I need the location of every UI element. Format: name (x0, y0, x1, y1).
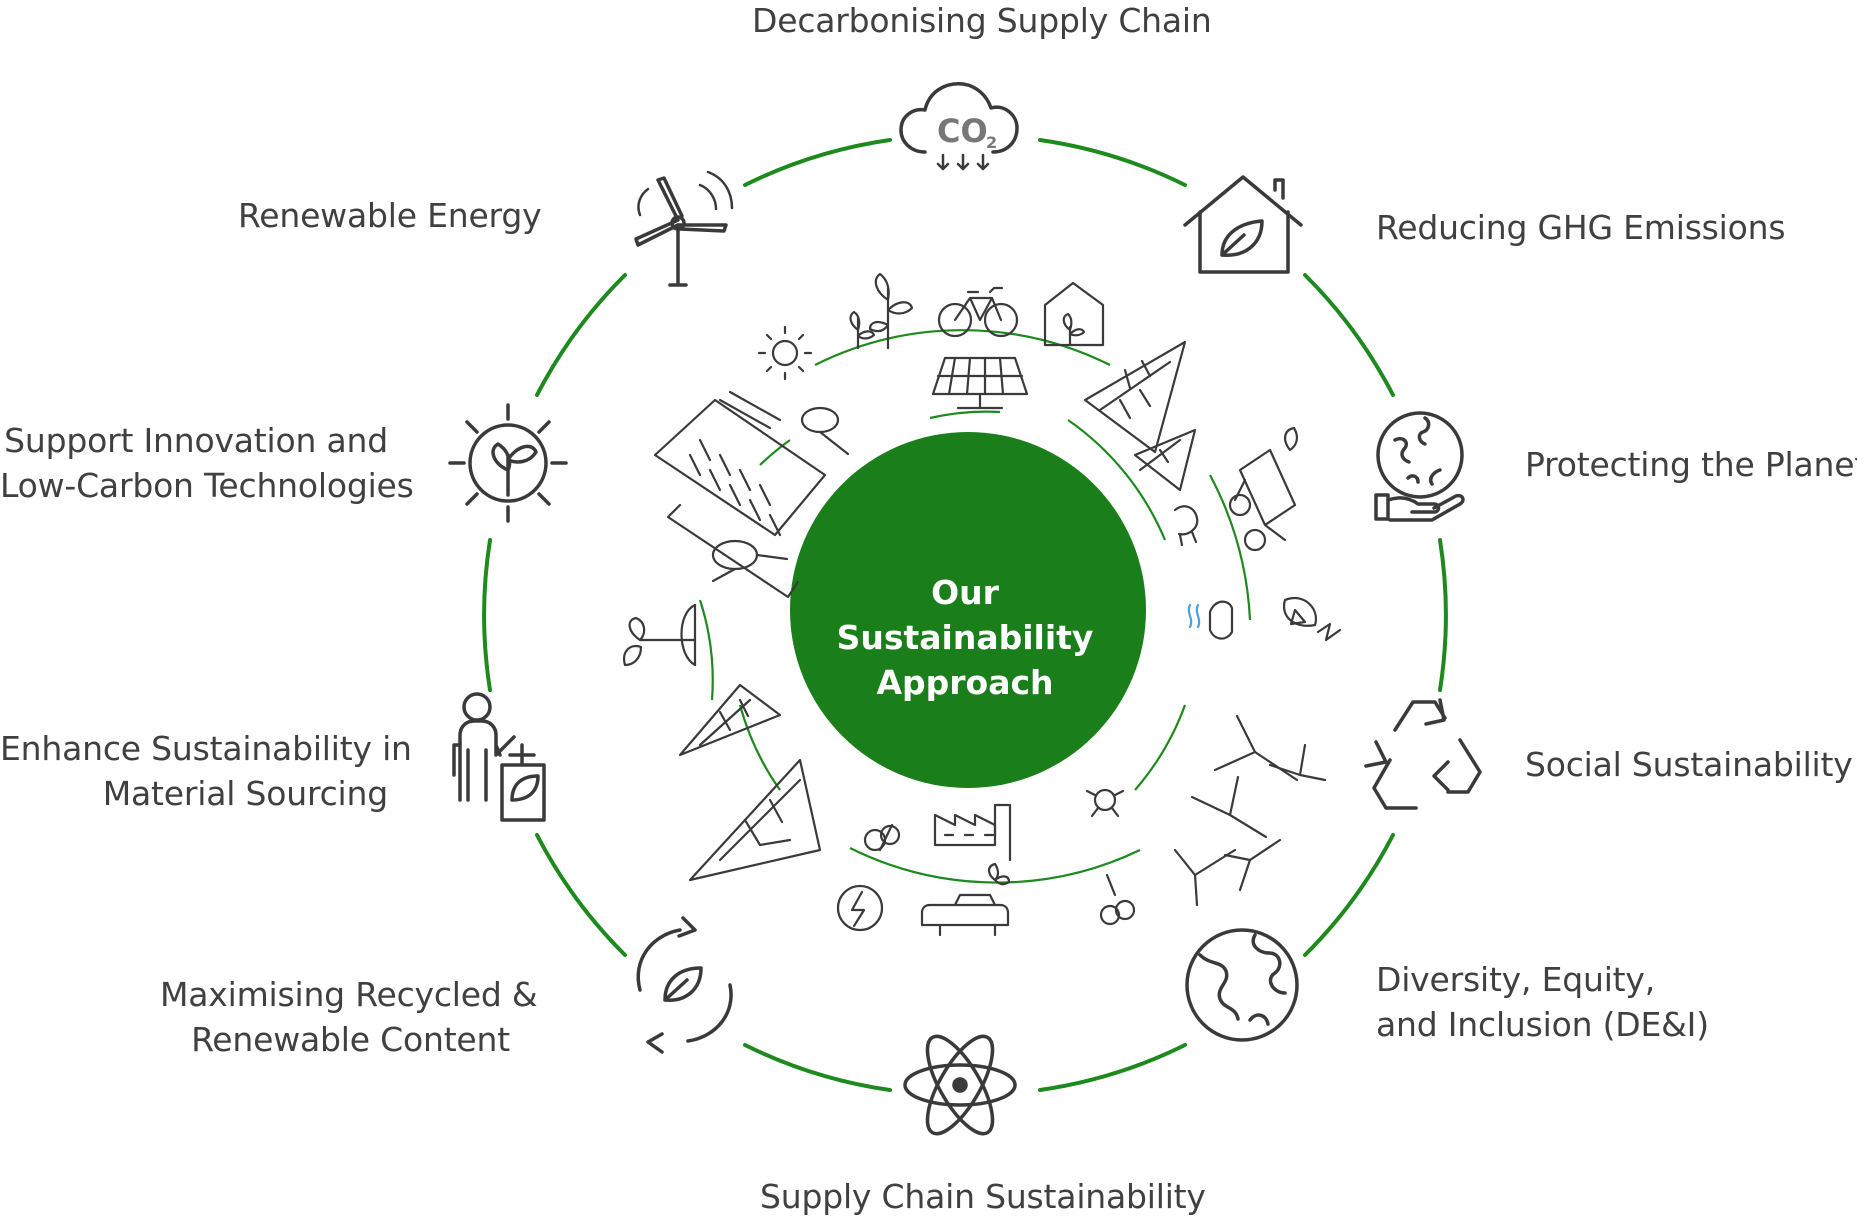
atom-icon (903, 1034, 1017, 1136)
solar-panel-icon (931, 356, 1029, 410)
co2-label: CO (937, 112, 988, 150)
energy-circle-icon (836, 884, 884, 932)
globe-hand-icon (1374, 411, 1465, 522)
inner-ring (698, 329, 1252, 884)
center-title-line2: Approach (876, 663, 1054, 702)
label-reducing-ghg: Reducing GHG Emissions (1376, 208, 1786, 247)
flower-icon (863, 823, 1136, 926)
outer-ring (482, 138, 1448, 1092)
label-dei: Diversity, Equity, and Inclusion (DE&I) (1376, 960, 1709, 1044)
round-tree-icon (711, 406, 850, 583)
label-renewable-energy: Renewable Energy (238, 196, 542, 235)
eco-car-icon (1228, 426, 1299, 552)
co2-subscript: 2 (986, 133, 997, 152)
wind-icon (1187, 600, 1234, 640)
recycle-leaf-icon (636, 916, 733, 1054)
label-supply-chain-sustainability: Supply Chain Sustainability (760, 1177, 1206, 1216)
gear-plant-icon (448, 403, 568, 523)
label-protecting-planet: Protecting the Planet (1525, 445, 1857, 484)
recycle-icon (1364, 698, 1482, 810)
inner-illustrations (623, 272, 1342, 937)
turbine-cluster-icon (1173, 714, 1327, 907)
bug-icon (1085, 788, 1125, 818)
house-tree-icon (1043, 281, 1105, 347)
leaf-triangle-icon (678, 683, 822, 882)
leaf-recycle-icon (1282, 597, 1342, 642)
outer-icons: CO 2 (448, 82, 1482, 1136)
center-title-line1: Our Sustainability (836, 573, 1094, 657)
center-title: Our Sustainability Approach (800, 570, 1130, 705)
plant-bulb-icon (623, 603, 697, 667)
bicycle-icon (937, 286, 1019, 338)
buildings-icon (653, 390, 827, 599)
sun-icon (757, 325, 813, 381)
label-material-sourcing: Enhance Sustainability in Material Sourc… (0, 729, 412, 813)
label-decarbonising-supply-chain: Decarbonising Supply Chain (752, 1, 1212, 40)
earth-icon (1185, 928, 1299, 1042)
leaf-house-icon (1183, 175, 1303, 274)
factory-icon (933, 803, 1012, 862)
pine-tree-icon (1083, 340, 1197, 492)
label-social-sustainability: Social Sustainability (1525, 745, 1853, 784)
car-icon (920, 893, 1010, 937)
label-innovation: Support Innovation and Low-Carbon Techno… (0, 421, 414, 505)
wind-turbine-icon (634, 170, 734, 287)
sprout-icon (849, 272, 914, 350)
center-circle (790, 432, 1146, 788)
animal-icon (1173, 505, 1199, 547)
person-recycling-icon (452, 692, 546, 822)
co2-cloud-icon: CO 2 (899, 82, 1019, 171)
label-recycled-content: Maximising Recycled & Renewable Content (160, 975, 538, 1059)
